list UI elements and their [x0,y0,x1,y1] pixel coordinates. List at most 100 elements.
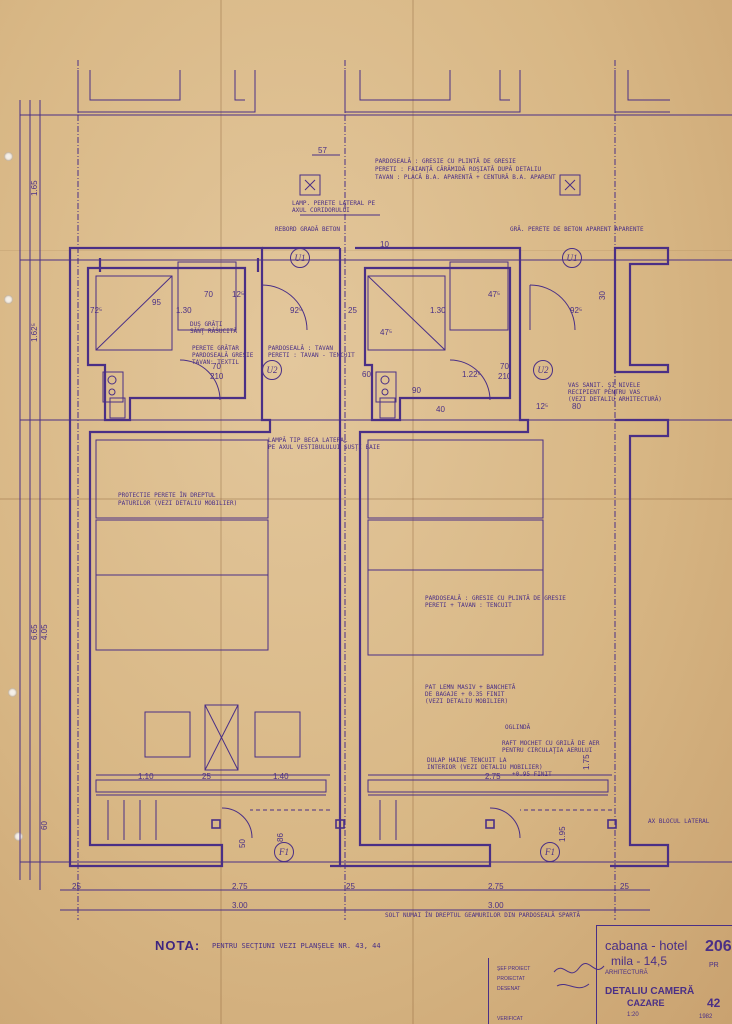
note-wardrobe: DULAP HAINE TENCUIT LA [427,757,507,764]
fold-line-vertical [220,0,222,1024]
dim-label: 1.10 [138,772,154,781]
note-concrete-rim: REBORD GRADĂ BETON [275,226,341,233]
signature-block: ŞEF PROIECT PROIECTAT DESENAT VERIFICAT [488,958,605,1024]
note-room-finish-2: PERETI + TAVAN : TENCUIT [425,602,512,609]
dim-label-vertical: 86 [276,833,285,842]
nota-label: NOTA: [155,938,201,953]
note-bath-walls: PERETI : FAIANŢĂ CĂRĂMIDĂ ROŞIATĂ DUPĂ D… [375,166,542,173]
dim-label: 95 [152,298,161,307]
punch-hole [8,688,17,697]
dim-label: 60 [362,370,371,379]
dim-label: 2.75 [488,882,504,891]
dim-label: 3.00 [232,901,248,910]
note-mirror: OGLINDĂ [505,724,531,731]
punch-hole [4,152,13,161]
dim-label-vertical: 1.95 [558,826,567,842]
note-bench-3: (VEZI DETALIU MOBILIER) [425,698,509,705]
note-lamp-bath-2: AXUL CORIDORULUI [292,207,350,214]
dim-label: 57 [318,146,327,155]
date: 1982 [699,1014,713,1020]
role-label: DESENAT [497,986,521,992]
note-beam: GRĂ. PERETE DE BETON APARENT APARENTE [510,226,644,233]
dim-label: 92⁵ [290,306,303,315]
note-furniture: PROTECTIE PERETE ÎN DREPTUL [118,492,216,499]
note-room-finish: PARDOSEALĂ : GRESIE CU PLINTĂ DE GRESIE [425,595,566,602]
dim-label: 25 [346,882,355,891]
note-shower: DUŞ GRĂŢI [190,321,223,328]
title-block: cabana - hotel mila - 14,5 206/ PR ARHIT… [596,925,732,1024]
punch-hole [4,295,13,304]
dim-label: 92⁵ [570,306,583,315]
dim-label: 1.30 [430,306,446,315]
note-furniture-2: PATURILOR (VEZI DETALIU MOBILIER) [118,500,238,507]
role-label: PROIECTAT [497,976,525,982]
note-bath-ceiling: TAVAN : PLACĂ B.A. APARENTĂ + CENTURĂ B.… [375,174,556,181]
dim-label: 90 [412,386,421,395]
scale: 1:20 [627,1012,639,1018]
dim-label: 1.22⁵ [462,370,481,379]
dim-label: 25 [348,306,357,315]
punch-hole [14,832,23,841]
sheet-code: 206/ [705,938,732,955]
note-bath-fixtures-3: (VEZI DETALIU ARHITECTURĂ) [568,396,662,403]
dim-label: 2.75 [232,882,248,891]
role-label: VERIFICAT [497,1016,523,1022]
marker-u1: U1 [562,248,582,268]
note-shelf-2: PENTRU CIRCULAŢIA AERULUI [502,747,593,754]
dim-label-vertical: 6.65 [30,624,39,640]
drawing-title: DETALIU CAMERĂ [605,986,695,997]
project-location: mila - 14,5 [611,954,668,968]
note-bench-2: DE BAGAJE + 0.35 FINIT [425,691,505,698]
note-wardrobe-2: INTERIOR (VEZI DETALIU MOBILIER) [427,764,543,771]
note-bench: PAT LEMN MASIV + BANCHETĂ [425,684,516,691]
note-lamp-room-2: PE AXUL VESTIBULULUI SUSŢI BAIE [268,444,380,451]
dim-label: 40 [436,405,445,414]
marker-u1: U1 [290,248,310,268]
phase: PR [709,962,719,969]
dim-label-vertical: 50 [238,839,247,848]
dim-label-vertical: 4.05 [40,624,49,640]
dim-label: 12⁵ [232,290,245,299]
note-lamp-room: LAMPĂ TIP BECA LATERAL [268,437,348,444]
note-bath-floor: PARDOSEALĂ : GRESIE CU PLINTĂ DE GRESIE [375,158,516,165]
note-bath-fixtures-2: RECIPIENT PENTRU VAS [568,389,641,396]
dim-label-vertical: 60 [40,821,49,830]
architecture-label: ARHITECTURĂ [605,970,648,976]
dim-label: 70 [500,362,509,371]
note-shower-2: SĂNŢ RĂSUCITĂ [190,328,237,335]
drawing-title-2: CAZARE [627,998,665,1008]
note-floor-tray-3: TAVAN: TEXTIL [192,359,239,366]
note-shelf: RAFT MOCHET CU GRILĂ DE AER [502,740,600,747]
dim-label: 70 [212,362,221,371]
fold-line-horizontal [0,498,732,500]
dim-label: 12⁵ [536,402,549,411]
note-floor-tray: PERETE GRĂTAR [192,345,239,352]
project-name: cabana - hotel [605,938,688,953]
dim-label: 72⁵ [90,306,103,315]
note-lamp-bath: LAMP. PERETE LATERAL PE [292,200,376,207]
fold-line-vertical [412,0,414,1024]
note-room-floor-2: PERETI : TAVAN - TENCUIT [268,352,355,359]
dim-label: 47⁵ [380,328,393,337]
dim-label-vertical: 1.65 [30,180,39,196]
marker-u2: U2 [262,360,282,380]
dim-label: 1.40 [273,772,289,781]
marker-u2: U2 [533,360,553,380]
dim-label: 25 [620,882,629,891]
note-wall-block: AX BLOCUL LATERAL [648,818,710,825]
fold-line-horizontal [0,250,732,251]
role-label: ŞEF PROIECT [497,966,531,972]
dim-label: 2.75 [485,772,501,781]
note-level: +0.95 FINIT [512,771,552,778]
note-bath-fixtures: VAS SANIT. ŞI NIVELE [568,382,641,389]
dim-label: 10 [380,240,389,249]
dim-label: 210 [210,372,224,381]
dim-label: 25 [72,882,81,891]
dim-label-vertical: 30 [598,291,607,300]
nota-text: PENTRU SECŢIUNI VEZI PLANŞELE NR. 43, 44 [212,942,381,950]
note-sill: SOLT NUMAI ÎN DREPTUL GEAMURILOR DIN PAR… [385,912,581,919]
dim-label-vertical: 1.75 [582,754,591,770]
dim-label: 47⁵ [488,290,501,299]
